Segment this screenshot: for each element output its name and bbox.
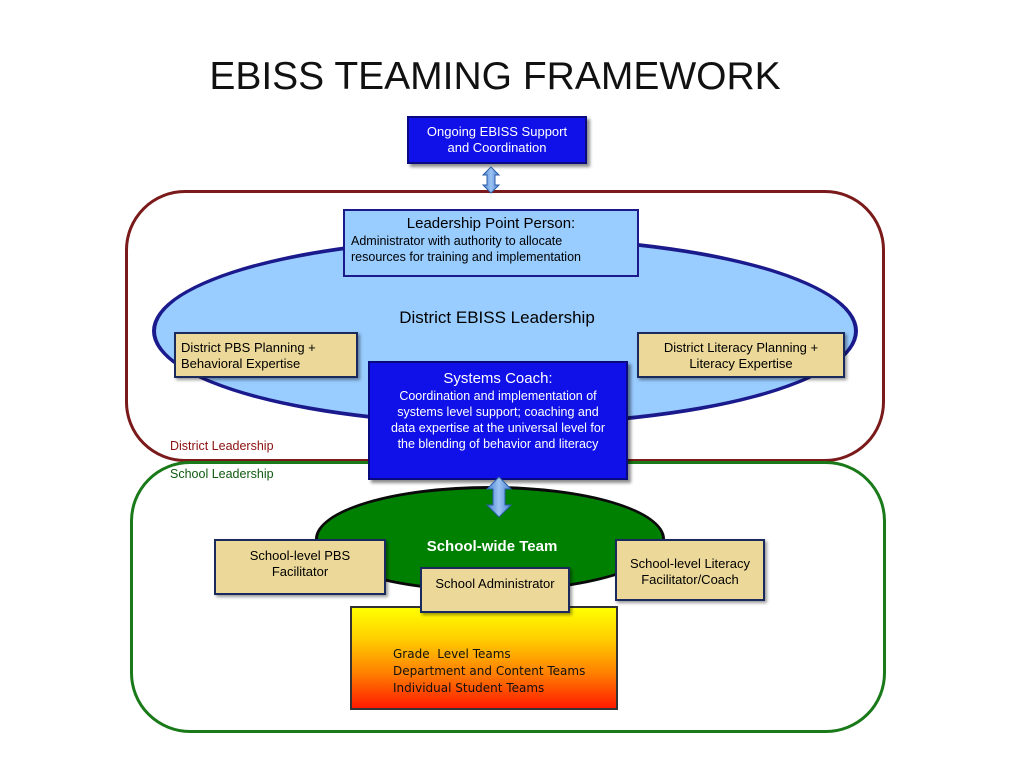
systems-coach-line3: data expertise at the universal level fo… [390,421,605,435]
team-item: Individual Student Teams [393,681,545,695]
ongoing-support-line2: and Coordination [447,140,547,155]
school-literacy-line1: School-level Literacy [630,556,750,571]
leadership-point-person-line1: Administrator with authority to allocate [351,234,563,248]
team-item: Grade Level Teams [393,647,511,661]
systems-coach-heading: Systems Coach: [443,370,553,387]
school-literacy-box: School-level Literacy Facilitator/Coach [615,539,765,601]
school-wide-team-label: School-wide Team [426,538,558,555]
school-administrator-box: School Administrator [420,567,570,613]
leadership-point-person-heading: Leadership Point Person: [406,215,576,232]
teams-list: Grade Level Teams Department and Content… [393,646,585,697]
district-pbs-line1: District PBS Planning + [181,340,316,355]
systems-coach-line1: Coordination and implementation of [399,389,597,403]
page-title: EBISS TEAMING FRAMEWORK [209,55,781,98]
district-literacy-box: District Literacy Planning + Literacy Ex… [637,332,845,378]
systems-coach-line4: the blending of behavior and literacy [397,437,599,451]
double-arrow-icon [485,476,513,518]
district-pbs-line2: Behavioral Expertise [181,356,301,371]
leadership-point-person-line2: resources for training and implementatio… [351,250,581,264]
school-pbs-line1: School-level PBS [249,548,351,563]
school-leadership-label: School Leadership [170,467,274,481]
school-literacy-line2: Facilitator/Coach [641,572,739,587]
district-literacy-line1: District Literacy Planning + [663,340,819,355]
systems-coach-box: Systems Coach: Coordination and implemen… [368,361,628,480]
team-item: Department and Content Teams [393,664,586,678]
district-leadership-label: District Leadership [170,439,274,453]
district-literacy-line2: Literacy Expertise [689,356,793,371]
school-administrator-label: School Administrator [435,576,555,591]
district-pbs-box: District PBS Planning + Behavioral Exper… [174,332,358,378]
systems-coach-line2: systems level support; coaching and [397,405,599,419]
school-pbs-box: School-level PBS Facilitator [214,539,386,595]
teams-box [350,606,618,710]
school-pbs-line2: Facilitator [271,564,329,579]
district-ebiss-leadership-label: District EBISS Leadership [399,308,595,327]
leadership-point-person-box: Leadership Point Person: Administrator w… [343,209,639,277]
double-arrow-icon [481,166,501,194]
ongoing-support-box: Ongoing EBISS Support and Coordination [407,116,587,164]
ongoing-support-line1: Ongoing EBISS Support [426,124,568,139]
